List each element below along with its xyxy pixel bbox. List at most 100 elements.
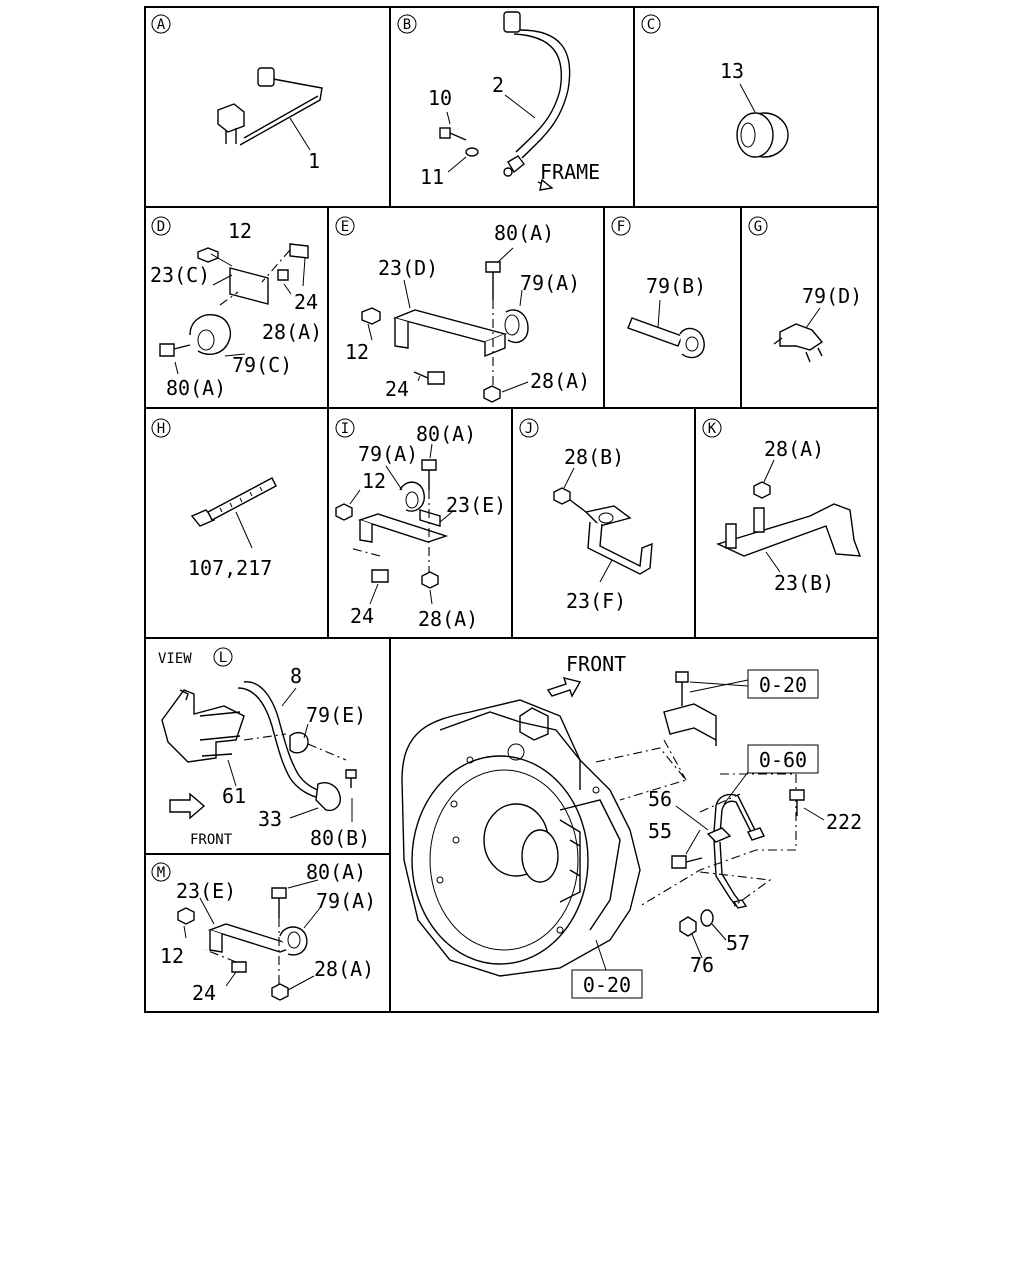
bracket-23c-drawing bbox=[159, 243, 309, 357]
panel-letter-k: K bbox=[702, 418, 722, 438]
front-label: FRONT bbox=[190, 832, 233, 848]
label-part-24: 24 bbox=[385, 377, 409, 401]
svg-text:D: D bbox=[157, 219, 165, 235]
panel-k: K 28(A) 23(B) bbox=[702, 418, 862, 595]
panel-l: VIEW L 8 79(E) 61 33 80(B) bbox=[158, 647, 370, 850]
battery-cable-1-drawing bbox=[217, 67, 323, 146]
panel-c: C 13 bbox=[641, 14, 789, 158]
svg-text:G: G bbox=[754, 219, 762, 235]
panel-h: H 107,217 bbox=[151, 418, 277, 580]
label-part-80b: 80(B) bbox=[310, 826, 370, 850]
label-part-10: 10 bbox=[428, 86, 452, 110]
bolt-10-drawing bbox=[439, 127, 479, 157]
label-part-11: 11 bbox=[420, 165, 444, 189]
panel-j: J 28(B) 23(F) bbox=[519, 418, 653, 613]
panel-letter-g: G bbox=[748, 216, 768, 236]
panel-letter-c: C bbox=[641, 14, 661, 34]
label-part-28a: 28(A) bbox=[262, 320, 322, 344]
bracket-23e-drawing bbox=[335, 459, 449, 589]
label-part-57: 57 bbox=[726, 931, 750, 955]
label-part-80a: 80(A) bbox=[494, 221, 554, 245]
svg-text:L: L bbox=[219, 650, 227, 666]
label-part-23e: 23(E) bbox=[176, 879, 236, 903]
label-part-80a: 80(A) bbox=[416, 422, 476, 446]
label-part-222: 222 bbox=[826, 810, 862, 834]
label-part-33: 33 bbox=[258, 807, 282, 831]
label-part-79e: 79(E) bbox=[306, 703, 366, 727]
svg-text:K: K bbox=[708, 421, 717, 437]
label-part-28a: 28(A) bbox=[314, 957, 374, 981]
svg-text:B: B bbox=[403, 17, 411, 33]
panel-d: D 12 23(C) 24 28(A) 79(C) 80(A) bbox=[150, 216, 322, 400]
main-assembly-view: FRONT bbox=[401, 652, 862, 999]
panel-b: B 2 10 11 FRAME bbox=[397, 11, 600, 191]
label-part-61: 61 bbox=[222, 784, 246, 808]
front-arrow-icon bbox=[169, 792, 206, 820]
pipe-drawing bbox=[706, 793, 765, 909]
bracket-upper-drawing bbox=[663, 671, 717, 746]
ref-box-0-20-top: 0-20 bbox=[747, 669, 819, 699]
svg-text:F: F bbox=[617, 219, 625, 235]
label-part-23c: 23(C) bbox=[150, 263, 210, 287]
label-part-1: 1 bbox=[308, 149, 320, 173]
main-front-arrow-icon bbox=[546, 677, 582, 698]
ground-cable-2-drawing bbox=[503, 11, 571, 177]
svg-text:M: M bbox=[157, 865, 165, 881]
panel-g: G 79(D) bbox=[748, 216, 862, 363]
label-part-107-217: 107,217 bbox=[188, 556, 272, 580]
panel-e: E 80(A) 23(D) 79(A) 12 28(A) 24 bbox=[335, 216, 590, 403]
ref-0-60: 0-60 bbox=[759, 748, 807, 772]
panel-i: I 80(A) 79(A) 12 23(E) 24 28(A) bbox=[335, 418, 506, 631]
panel-f: F 79(B) bbox=[611, 216, 706, 359]
label-part-24: 24 bbox=[192, 981, 216, 1005]
clip-79b-drawing bbox=[627, 317, 705, 359]
ref-box-0-20-bottom: 0-20 bbox=[571, 969, 643, 999]
panel-letter-l: L bbox=[213, 647, 233, 667]
label-part-28a: 28(A) bbox=[418, 607, 478, 631]
label-part-79a: 79(A) bbox=[316, 889, 376, 913]
main-front-label: FRONT bbox=[566, 652, 626, 676]
washer-57-drawing bbox=[700, 909, 714, 927]
svg-text:C: C bbox=[647, 17, 655, 33]
panel-letter-m: M bbox=[151, 862, 171, 882]
bolt-55-drawing bbox=[671, 855, 703, 869]
label-part-80a: 80(A) bbox=[306, 860, 366, 884]
panel-letter-i: I bbox=[335, 418, 355, 438]
clip-79d-drawing bbox=[773, 323, 824, 363]
label-part-2: 2 bbox=[492, 73, 504, 97]
label-part-12: 12 bbox=[228, 219, 252, 243]
label-part-79d: 79(D) bbox=[802, 284, 862, 308]
svg-text:E: E bbox=[341, 219, 349, 235]
label-part-8: 8 bbox=[290, 664, 302, 688]
svg-text:H: H bbox=[157, 421, 165, 437]
nut-76-drawing bbox=[679, 916, 697, 937]
label-part-12: 12 bbox=[160, 944, 184, 968]
panel-m: M 80(A) 23(E) 79(A) 12 28(A) 24 bbox=[151, 860, 376, 1005]
label-part-79c: 79(C) bbox=[232, 353, 292, 377]
panel-letter-e: E bbox=[335, 216, 355, 236]
bracket-23e-drawing bbox=[177, 887, 308, 1001]
ref-0-20-top: 0-20 bbox=[759, 673, 807, 697]
panel-grid bbox=[144, 6, 879, 1013]
panel-letter-h: H bbox=[151, 418, 171, 438]
label-part-55: 55 bbox=[648, 819, 672, 843]
label-part-79a: 79(A) bbox=[358, 442, 418, 466]
label-part-28a: 28(A) bbox=[530, 369, 590, 393]
label-part-28b: 28(B) bbox=[564, 445, 624, 469]
label-part-23f: 23(F) bbox=[566, 589, 626, 613]
panel-letter-a: A bbox=[151, 14, 171, 34]
panel-a: A 1 bbox=[151, 14, 323, 173]
label-part-23e: 23(E) bbox=[446, 493, 506, 517]
switch-61-drawing bbox=[161, 689, 245, 763]
svg-text:I: I bbox=[341, 421, 349, 437]
label-part-28a: 28(A) bbox=[764, 437, 824, 461]
panel-letter-f: F bbox=[611, 216, 631, 236]
label-part-24: 24 bbox=[294, 290, 318, 314]
label-part-24: 24 bbox=[350, 604, 374, 628]
bracket-23f-drawing bbox=[553, 487, 653, 575]
label-part-23b: 23(B) bbox=[774, 571, 834, 595]
panel-letter: A bbox=[157, 17, 166, 33]
ref-0-20-bottom: 0-20 bbox=[583, 973, 631, 997]
panel-letter-j: J bbox=[519, 418, 539, 438]
